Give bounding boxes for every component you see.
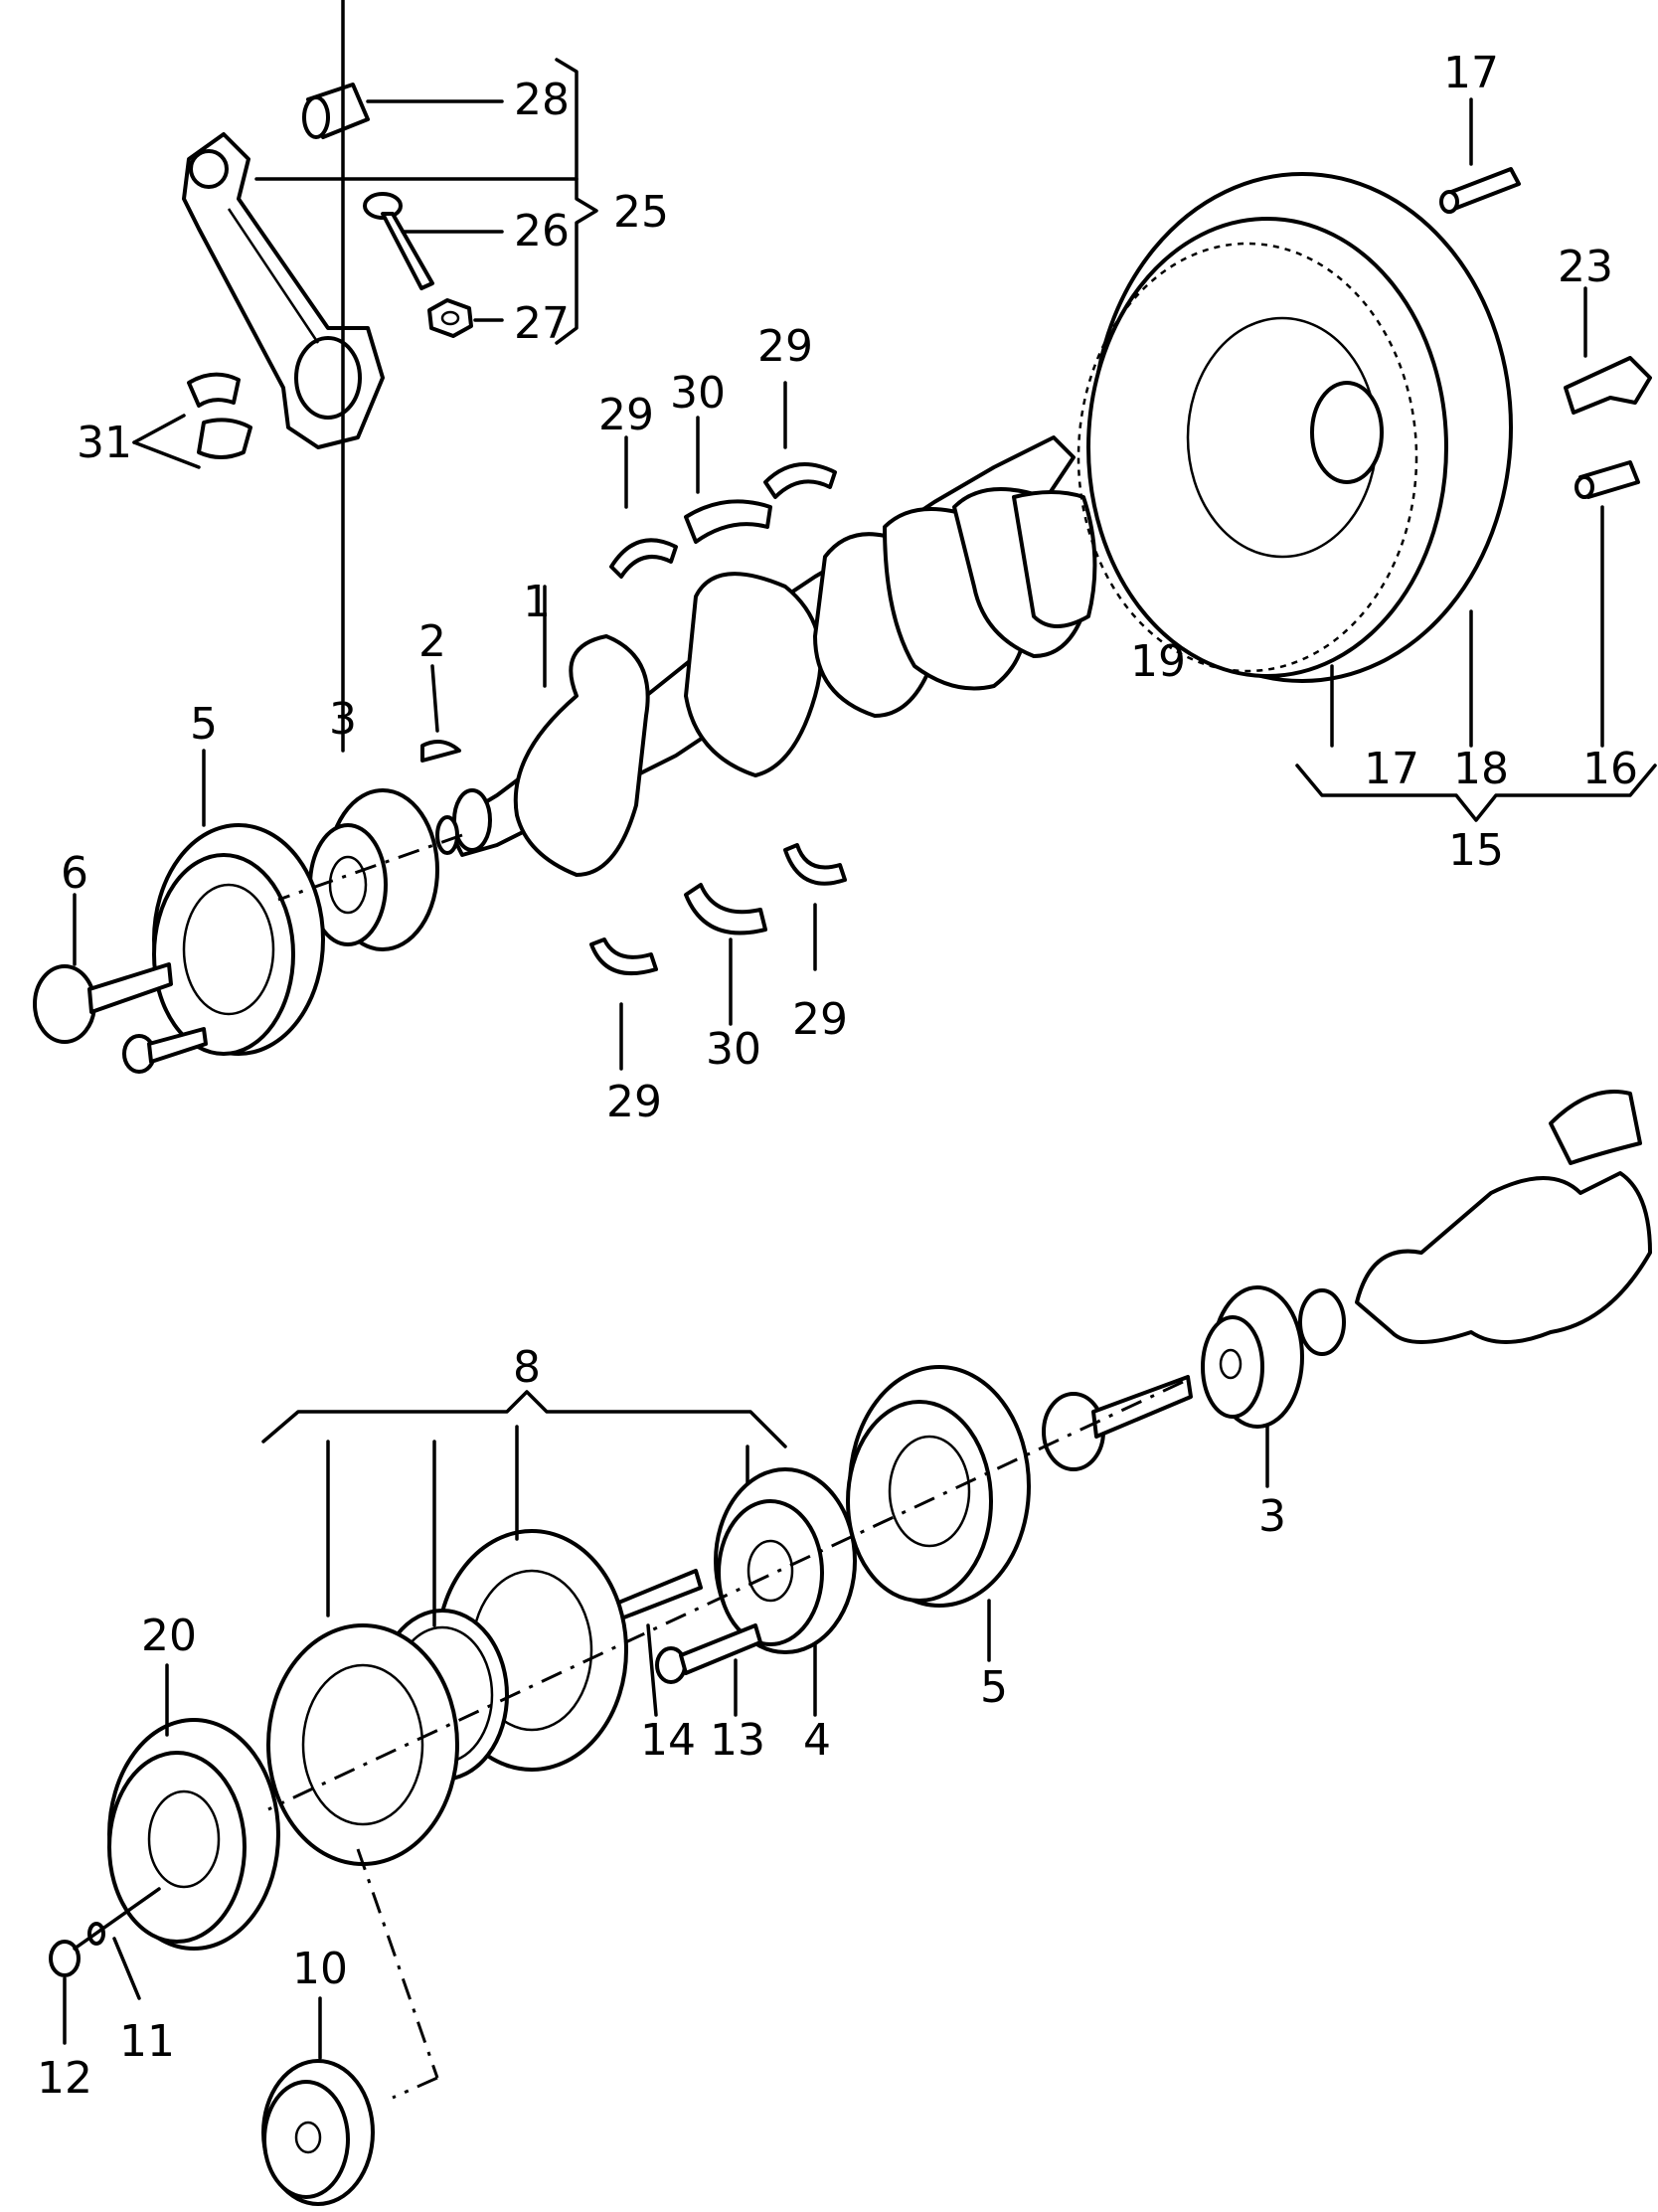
bushing-28	[302, 83, 370, 139]
damper-disc-c	[266, 1623, 459, 1866]
crankshaft-lower	[1298, 1090, 1652, 1356]
bolt-6	[33, 962, 208, 1074]
callout-17b: 17	[1364, 744, 1419, 794]
bearing-shell-30b	[684, 883, 767, 936]
callout-30b: 30	[706, 1024, 761, 1075]
callout-29c: 29	[606, 1077, 662, 1127]
callout-18: 18	[1453, 744, 1509, 794]
callout-12: 12	[37, 2053, 92, 2104]
bolt-13	[655, 1623, 762, 1684]
callout-10: 10	[292, 1944, 348, 1994]
callout-15: 15	[1448, 825, 1504, 876]
callout-1: 1	[523, 577, 551, 627]
callout-11: 11	[119, 2016, 175, 2067]
callout-29a: 29	[598, 390, 654, 440]
bolt-26	[363, 192, 434, 290]
nut-27	[427, 298, 473, 338]
callout-2: 2	[418, 616, 446, 667]
callout-14: 14	[640, 1715, 696, 1766]
hub-4	[714, 1467, 857, 1654]
thrust-washer-29c	[589, 937, 658, 976]
callout-29d: 29	[792, 994, 848, 1045]
callout-3: 3	[329, 694, 357, 745]
thrust-washer-29b	[763, 462, 837, 499]
callout-30a: 30	[670, 368, 726, 419]
callout-26: 26	[514, 206, 570, 256]
callout-labels: 1 2 3 5 6 28 26 27 25 31 29 30 29 29 30 …	[37, 48, 1638, 2104]
callout-31: 31	[77, 418, 132, 468]
woodruff-key-2	[420, 740, 461, 763]
callout-17a: 17	[1443, 48, 1499, 98]
callout-6: 6	[61, 848, 88, 899]
callout-5: 5	[190, 699, 218, 750]
dowel-pin-17	[1439, 167, 1521, 214]
callout-3b: 3	[1258, 1491, 1286, 1542]
callout-29b: 29	[757, 321, 813, 372]
callout-28: 28	[514, 75, 570, 125]
callout-5b: 5	[980, 1662, 1008, 1713]
stud-14	[609, 1569, 703, 1622]
callout-20: 20	[141, 1611, 197, 1661]
thrust-washer-29d	[783, 843, 847, 886]
pulley-5-lower	[846, 1365, 1031, 1608]
callout-13: 13	[710, 1715, 765, 1766]
callout-4: 4	[803, 1715, 831, 1766]
callout-27: 27	[514, 298, 570, 349]
callout-16: 16	[1582, 744, 1638, 794]
timing-sprocket-3-lower	[1201, 1285, 1304, 1429]
bearing-shell-30a	[684, 499, 772, 544]
pulley-10	[261, 2059, 375, 2206]
callout-8: 8	[513, 1342, 541, 1393]
bolt-23	[1564, 356, 1652, 415]
bearing-shells-31	[187, 372, 252, 459]
callout-19: 19	[1130, 636, 1186, 687]
pulley-5-upper	[152, 823, 325, 1056]
thrust-washer-29a	[609, 538, 678, 579]
callout-23: 23	[1558, 242, 1613, 292]
dowel-pin-16	[1575, 460, 1640, 499]
flywheel-17	[1077, 172, 1513, 683]
pulley-20	[107, 1718, 280, 1951]
callout-25: 25	[613, 187, 669, 238]
timing-sprocket-3	[308, 788, 439, 951]
crankshaft	[435, 435, 1097, 877]
bolt-lower	[1042, 1375, 1193, 1471]
nut-12	[49, 1940, 81, 1977]
